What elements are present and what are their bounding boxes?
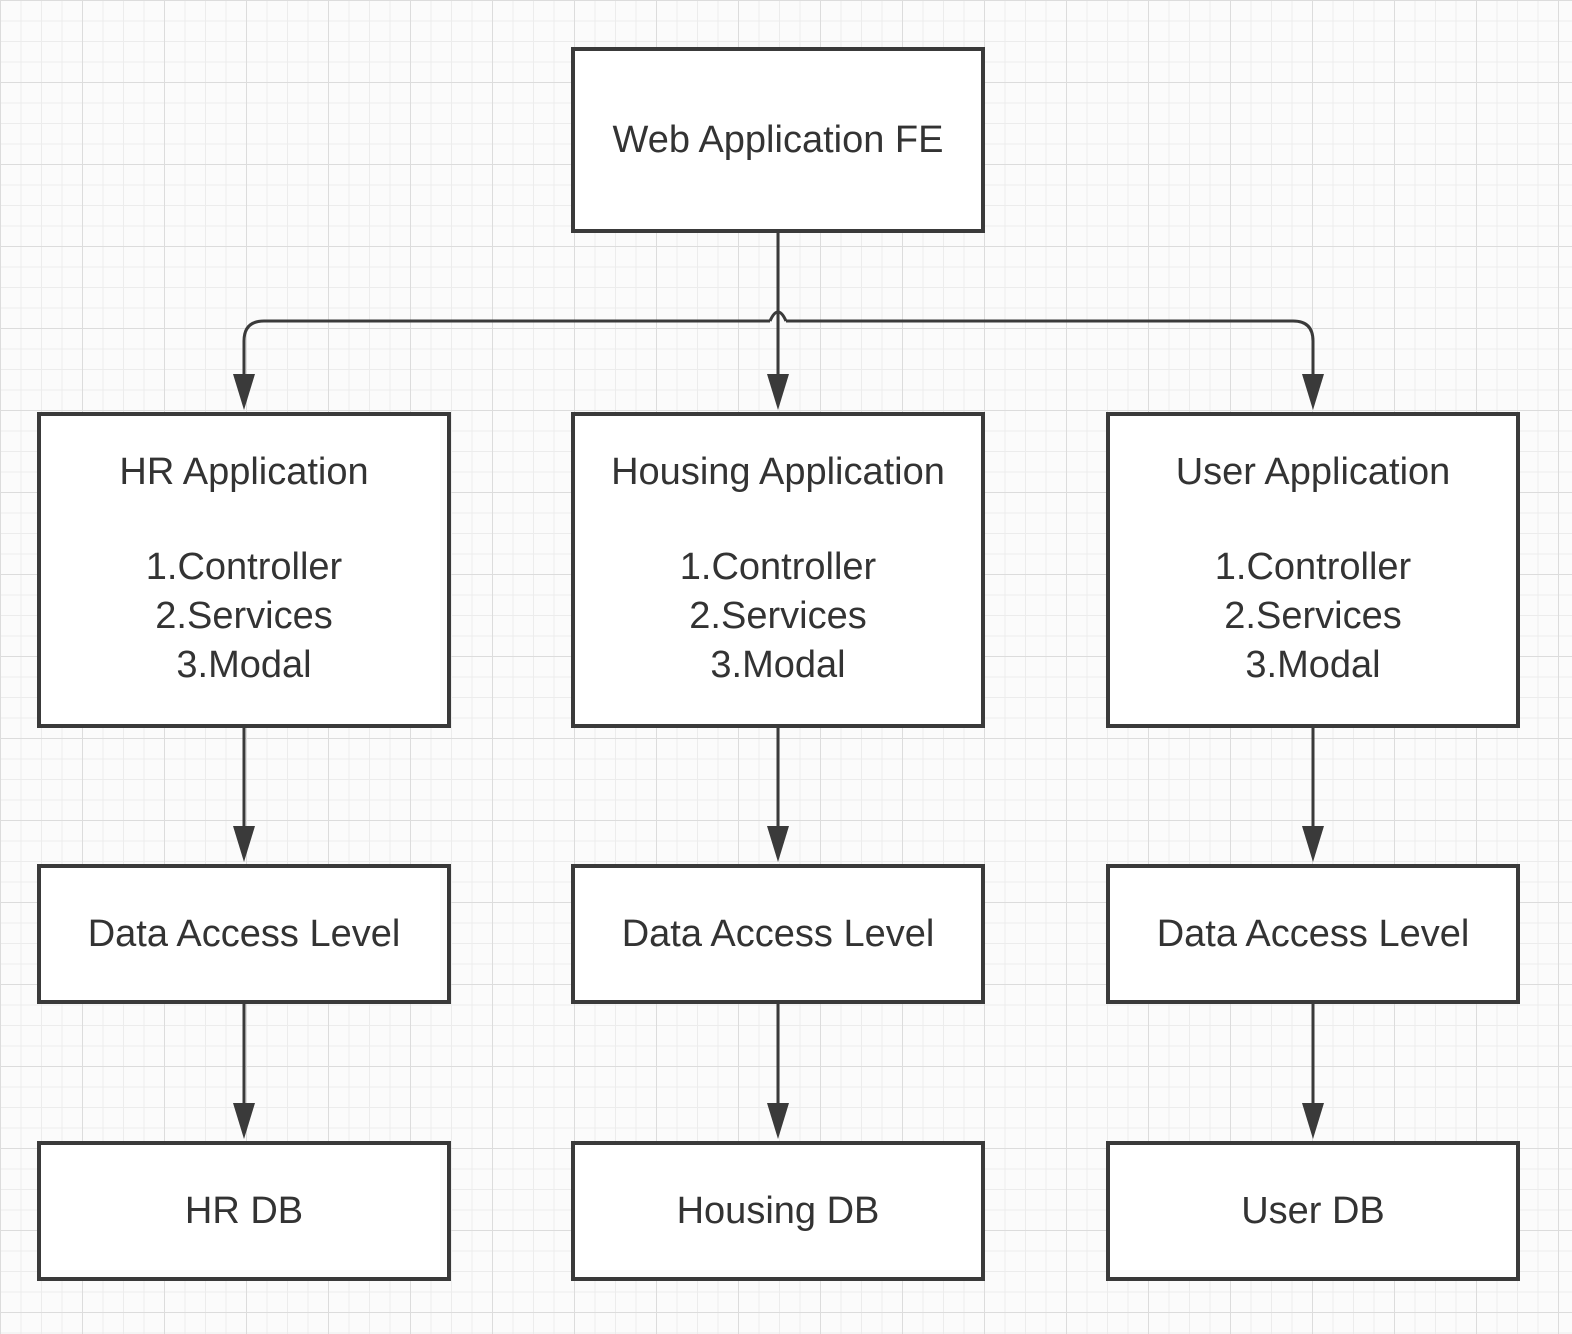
edge-junction-hop [768, 310, 788, 322]
edge-fe-to-hr-app [242, 319, 770, 374]
arrowhead-user-db [1302, 1103, 1324, 1139]
node-user-data-access-level[interactable]: Data Access Level [1106, 864, 1520, 1004]
component-list: 1.Controller 2.Services 3.Modal [41, 543, 447, 690]
component-item: 1.Controller [145, 546, 343, 588]
node-label: Data Access Level [621, 912, 935, 955]
arrowhead-housing-dal [767, 826, 789, 862]
node-label: HR DB [184, 1189, 304, 1232]
component-list: 1.Controller 2.Services 3.Modal [1110, 543, 1516, 690]
component-item: 2.Services [689, 595, 867, 637]
component-item: 1.Controller [1214, 546, 1412, 588]
node-hr-application[interactable]: HR Application 1.Controller 2.Services 3… [37, 412, 451, 728]
component-item: 3.Modal [176, 644, 312, 686]
arrowhead-hr-db [233, 1103, 255, 1139]
node-title: User Application [1175, 451, 1451, 493]
node-label: Web Application FE [612, 118, 944, 161]
arrowhead-housing-db [767, 1103, 789, 1139]
node-user-db[interactable]: User DB [1106, 1141, 1520, 1281]
arrowhead-user-app [1302, 374, 1324, 410]
node-label: Housing DB [676, 1189, 880, 1232]
component-item: 1.Controller [679, 546, 877, 588]
edge-fe-to-user-app [786, 319, 1315, 374]
node-title: Housing Application [611, 451, 945, 493]
node-user-application[interactable]: User Application 1.Controller 2.Services… [1106, 412, 1520, 728]
component-item: 3.Modal [1245, 644, 1381, 686]
node-housing-data-access-level[interactable]: Data Access Level [571, 864, 985, 1004]
node-label: User DB [1241, 1189, 1385, 1232]
arrowhead-housing-app [767, 374, 789, 410]
node-web-application-fe[interactable]: Web Application FE [571, 47, 985, 233]
node-housing-application[interactable]: Housing Application 1.Controller 2.Servi… [571, 412, 985, 728]
component-list: 1.Controller 2.Services 3.Modal [575, 543, 981, 690]
component-item: 3.Modal [710, 644, 846, 686]
node-hr-data-access-level[interactable]: Data Access Level [37, 864, 451, 1004]
arrowhead-user-dal [1302, 826, 1324, 862]
node-label: Data Access Level [87, 912, 401, 955]
arrowhead-hr-dal [233, 826, 255, 862]
arrowhead-hr-app [233, 374, 255, 410]
node-hr-db[interactable]: HR DB [37, 1141, 451, 1281]
component-item: 2.Services [155, 595, 333, 637]
node-title: HR Application [119, 451, 369, 493]
component-item: 2.Services [1224, 595, 1402, 637]
node-label: Data Access Level [1156, 912, 1470, 955]
node-housing-db[interactable]: Housing DB [571, 1141, 985, 1281]
